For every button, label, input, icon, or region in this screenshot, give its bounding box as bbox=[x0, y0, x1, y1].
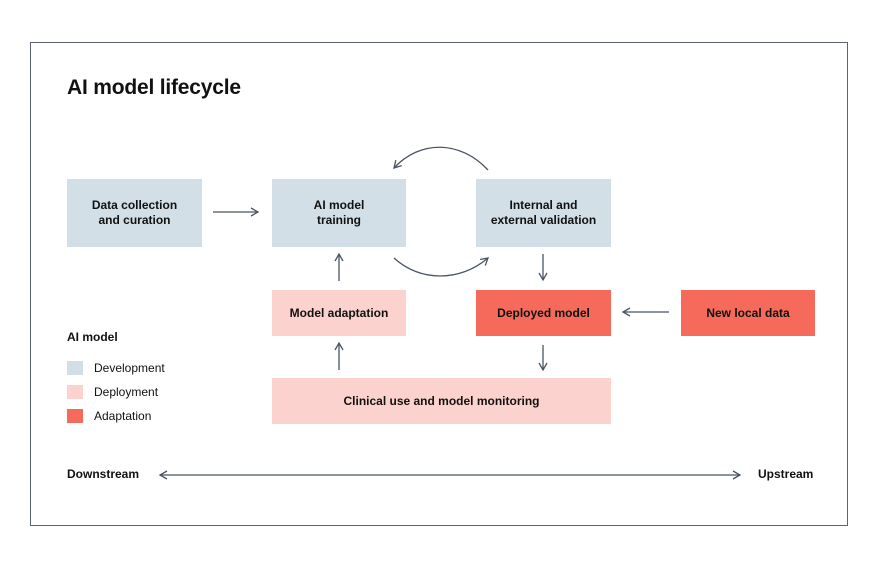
node-model-adaptation: Model adaptation bbox=[272, 290, 406, 336]
arrow-validation-to-training bbox=[393, 146, 489, 171]
legend-swatch bbox=[67, 385, 83, 399]
legend-title: AI model bbox=[67, 330, 118, 344]
node-ai-model-training: AI model training bbox=[272, 179, 406, 247]
node-clinical-use: Clinical use and model monitoring bbox=[272, 378, 611, 424]
node-data-collection: Data collection and curation bbox=[67, 179, 202, 247]
legend-swatch bbox=[67, 409, 83, 423]
legend-item-deployment: Deployment bbox=[67, 385, 158, 399]
node-deployed-model: Deployed model bbox=[476, 290, 611, 336]
axis-label-downstream: Downstream bbox=[67, 467, 140, 481]
diagram-title: AI model lifecycle bbox=[67, 76, 241, 99]
legend-item-adaptation: Adaptation bbox=[67, 409, 151, 423]
axis-label-upstream: Upstream bbox=[758, 467, 814, 481]
arrow-training-to-validation bbox=[393, 257, 489, 277]
diagram-frame bbox=[30, 42, 848, 526]
node-validation: Internal and external validation bbox=[476, 179, 611, 247]
legend-item-development: Development bbox=[67, 361, 165, 375]
legend-swatch bbox=[67, 361, 83, 375]
node-new-local-data: New local data bbox=[681, 290, 815, 336]
